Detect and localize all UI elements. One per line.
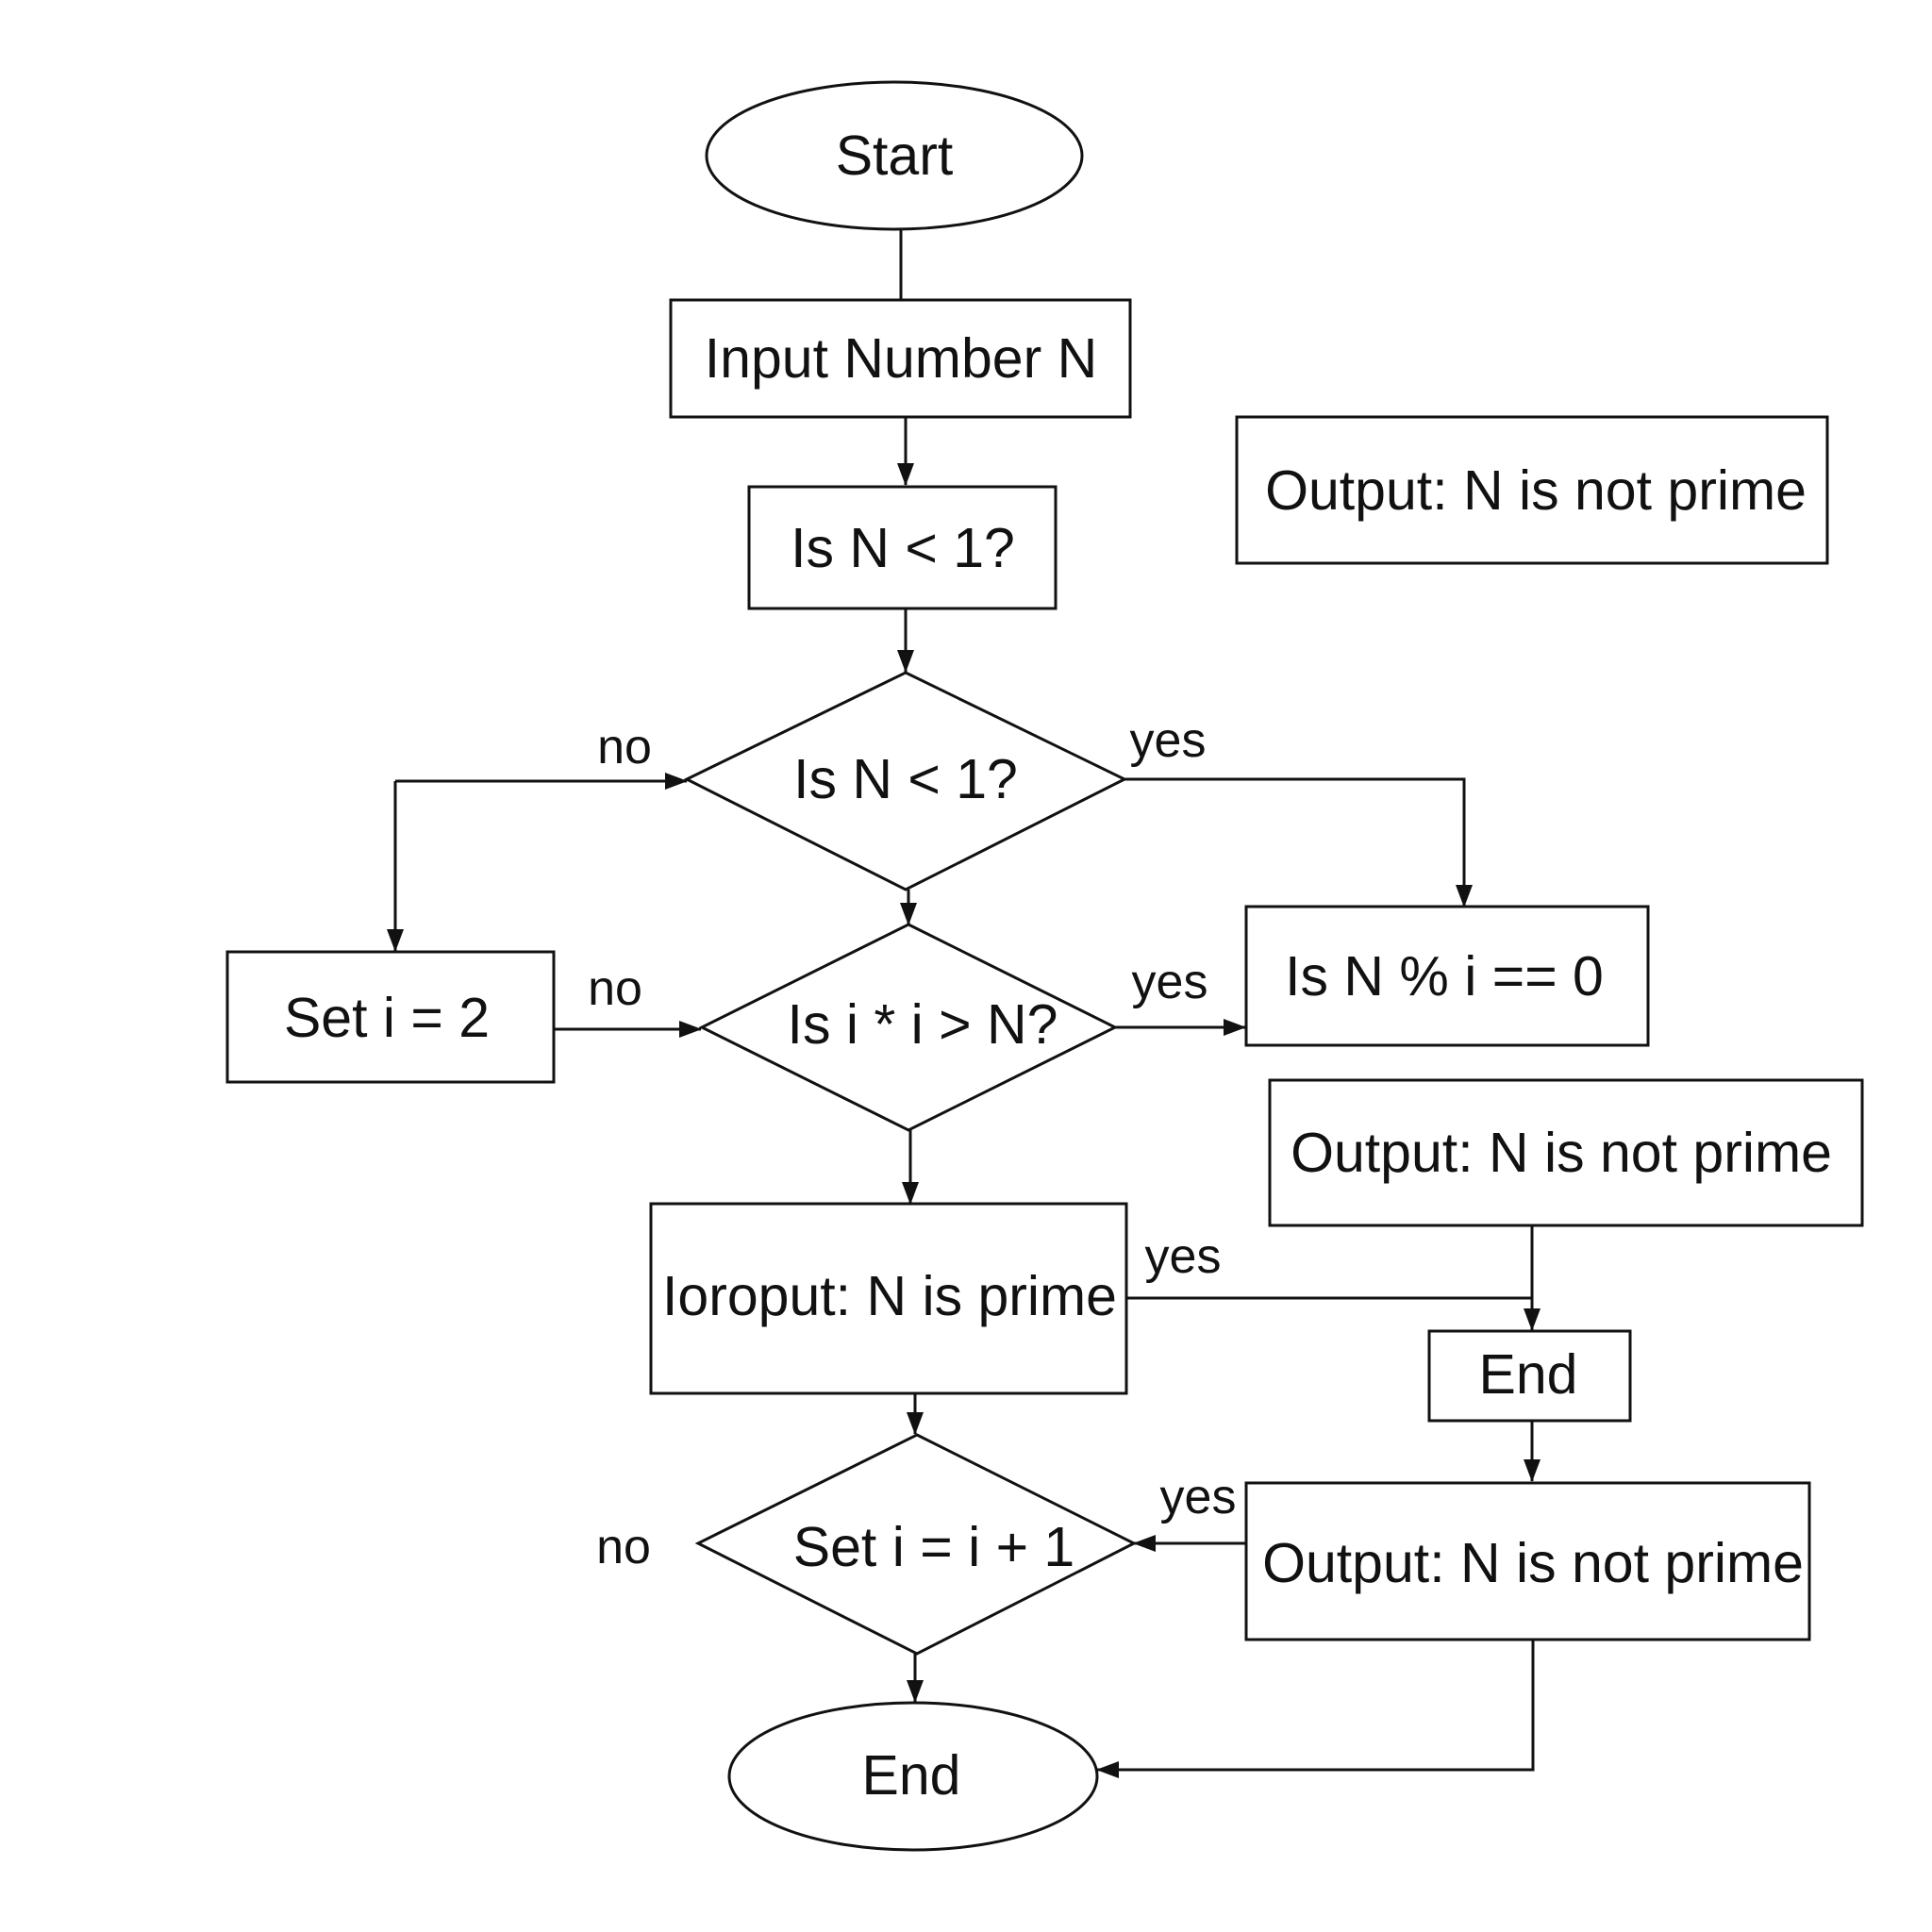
output-mid-label: Output: N is not prime bbox=[1291, 1122, 1832, 1184]
input-label: Input Number N bbox=[705, 327, 1097, 390]
increment-decision: Set i = i + 1 bbox=[694, 1433, 1138, 1656]
set-i-box bbox=[225, 950, 556, 1084]
edge-label-yes: yes bbox=[1145, 1229, 1222, 1284]
check-box-process: Is N < 1? bbox=[747, 485, 1058, 610]
check-diamond bbox=[683, 671, 1128, 891]
start-label: Start bbox=[836, 125, 954, 187]
output-bottom-label: Output: N is not prime bbox=[1262, 1532, 1804, 1594]
increment-label: Set i = i + 1 bbox=[793, 1516, 1074, 1578]
connectors bbox=[387, 229, 1541, 1778]
check-decision: Is N < 1? bbox=[683, 671, 1128, 891]
check-box bbox=[747, 485, 1058, 610]
output-top-process: Output: N is not prime bbox=[1235, 415, 1829, 565]
end-terminal: End bbox=[727, 1701, 1099, 1852]
increment-diamond bbox=[694, 1433, 1138, 1656]
output-prime-box bbox=[649, 1202, 1128, 1395]
set-i-process: Set i = 2 bbox=[225, 950, 556, 1084]
check-box-label: Is N < 1? bbox=[791, 517, 1015, 579]
output-top-box bbox=[1235, 415, 1829, 565]
end-label: End bbox=[862, 1744, 961, 1807]
output-bottom-process: Output: N is not prime bbox=[1244, 1481, 1811, 1641]
output-prime-label: Ioroput: N is prime bbox=[662, 1265, 1117, 1327]
output-bottom-box bbox=[1244, 1481, 1811, 1641]
connector-check-yes-to-mod-check bbox=[1124, 777, 1473, 908]
output-mid-box bbox=[1268, 1078, 1864, 1227]
mod-check-box bbox=[1244, 905, 1650, 1047]
mod-check-process: Is N % i == 0 bbox=[1244, 905, 1650, 1047]
nodes: Start Input Number N Is N < 1? Output: N… bbox=[225, 80, 1864, 1852]
loop-check-diamond bbox=[698, 923, 1119, 1132]
edge-label-no: no bbox=[597, 720, 652, 774]
edge-label-yes: yes bbox=[1132, 955, 1208, 1009]
output-prime-process: Ioroput: N is prime bbox=[649, 1202, 1128, 1395]
edge-label-no: no bbox=[596, 1520, 651, 1574]
connector-output-bottom-to-end bbox=[1096, 1640, 1535, 1778]
input-box bbox=[669, 298, 1132, 419]
start-ellipse bbox=[705, 80, 1084, 231]
end-ellipse bbox=[727, 1701, 1099, 1852]
check-diamond-label: Is N < 1? bbox=[793, 748, 1018, 810]
end-small-label: End bbox=[1479, 1343, 1578, 1406]
edge-label-no: no bbox=[588, 961, 642, 1016]
end-small-box bbox=[1427, 1329, 1632, 1423]
end-small-terminal: End bbox=[1427, 1329, 1632, 1423]
output-top-label: Output: N is not prime bbox=[1265, 459, 1807, 522]
output-mid-process: Output: N is not prime bbox=[1268, 1078, 1864, 1227]
edge-labels: no yes no yes yes yes no bbox=[588, 713, 1236, 1574]
set-i-label: Set i = 2 bbox=[284, 987, 490, 1049]
mod-check-label: Is N % i == 0 bbox=[1285, 945, 1604, 1008]
loop-check-label: Is i * i > N? bbox=[788, 993, 1058, 1056]
input-process: Input Number N bbox=[669, 298, 1132, 419]
connector-output-prime-to-end-small bbox=[1126, 1296, 1541, 1331]
start-terminal: Start bbox=[705, 80, 1084, 231]
loop-decision: Is i * i > N? bbox=[698, 923, 1119, 1132]
edge-label-yes: yes bbox=[1130, 713, 1207, 768]
edge-label-yes: yes bbox=[1160, 1470, 1237, 1524]
